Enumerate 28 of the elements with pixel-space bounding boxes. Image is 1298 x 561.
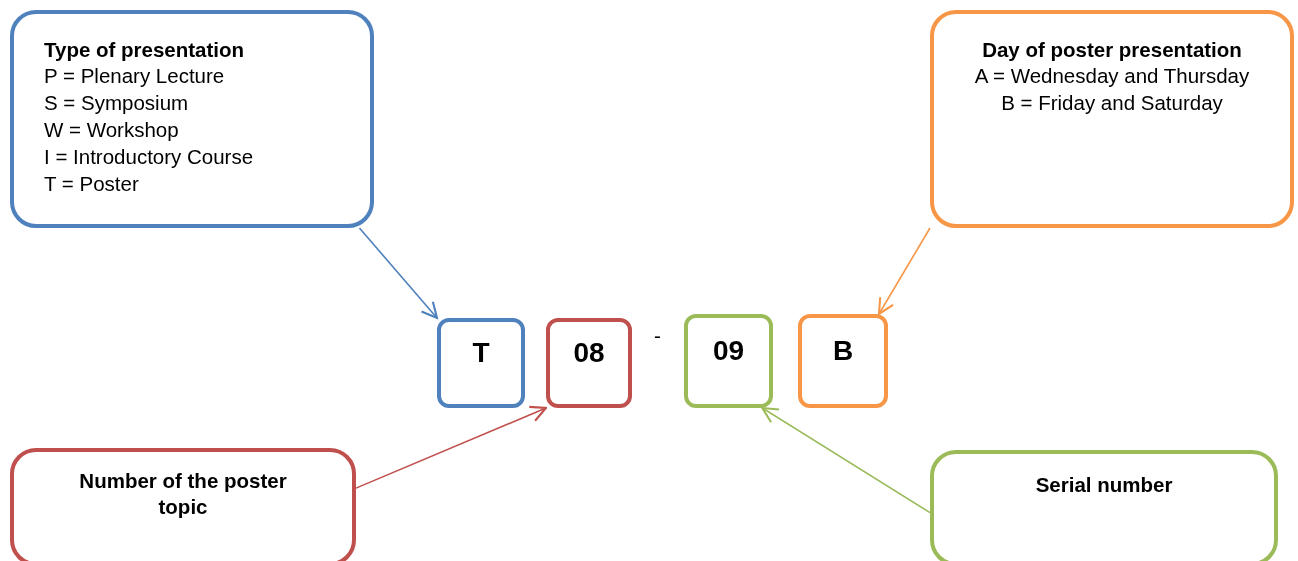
- callout-text: S = Symposium: [44, 90, 190, 116]
- code-letter: 08: [573, 337, 605, 369]
- callout-box: [10, 10, 374, 228]
- arrow: [358, 227, 439, 320]
- callout-text: B = Friday and Saturday: [1000, 90, 1224, 116]
- callout-heading: Day of poster presentation: [981, 37, 1243, 63]
- callout-text: A = Wednesday and Thursday: [973, 63, 1251, 89]
- arrow: [877, 227, 931, 316]
- arrow: [761, 406, 931, 514]
- code-letter-box: [684, 314, 773, 408]
- separator-dash: -: [654, 323, 661, 349]
- callout-text: P = Plenary Lecture: [44, 63, 226, 89]
- code-letter: T: [472, 337, 490, 369]
- code-letter: 09: [712, 335, 745, 367]
- callout-heading: Type of presentation: [44, 37, 246, 63]
- code-letter-box: [546, 318, 632, 408]
- code-letter: B: [832, 335, 854, 367]
- callout-box: [930, 450, 1278, 561]
- code-letter-box: [437, 318, 525, 408]
- callout-box: [10, 448, 356, 561]
- callout-box: [930, 10, 1294, 228]
- callout-heading: Number of the poster topic: [78, 468, 288, 520]
- callout-heading: Serial number: [1034, 472, 1174, 498]
- callout-text: T = Poster: [44, 171, 140, 197]
- arrow: [355, 405, 548, 489]
- code-letter-box: [798, 314, 888, 408]
- callout-text: I = Introductory Course: [44, 144, 255, 170]
- callout-text: W = Workshop: [44, 117, 180, 143]
